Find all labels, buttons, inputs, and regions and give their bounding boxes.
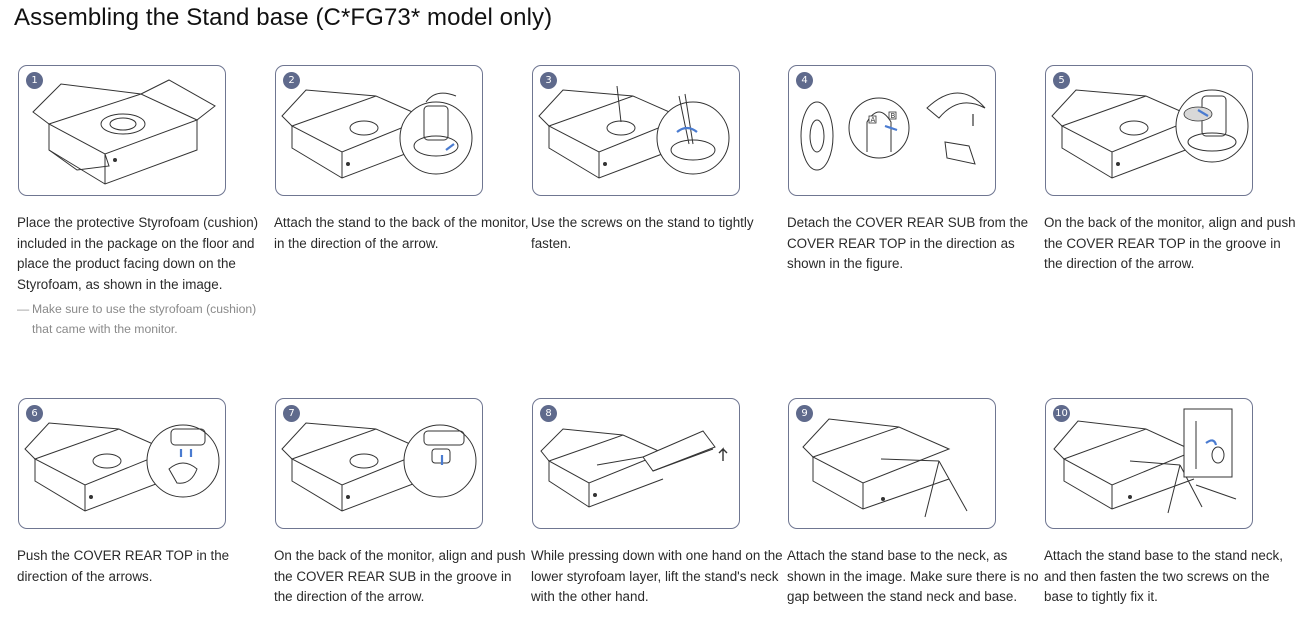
step-number-badge: 5 [1053,72,1070,89]
step-number-badge: 1 [26,72,43,89]
step-4-figure: A B 4 [788,65,996,196]
step-number-badge: 7 [283,405,300,422]
figure-label-b: B [891,112,896,120]
cover-top-align-illustration [1051,89,1249,179]
step-description: Place the protective Styrofoam (cushion)… [17,215,259,292]
box-styrofoam-illustration [32,79,216,185]
note-dash-icon: — [17,302,30,316]
step-description: Detach the COVER REAR SUB from the COVER… [787,215,1029,272]
screwdriver-fasten-illustration [538,85,730,179]
step-number-badge: 4 [796,72,813,89]
step-5-figure: 5 [1045,65,1253,196]
step-description: On the back of the monitor, align and pu… [274,548,526,605]
step-7-figure: 7 [275,398,483,529]
step-2-figure: 2 [275,65,483,196]
step-3-figure: 3 [532,65,740,196]
step-description: Attach the stand to the back of the moni… [274,215,529,251]
step-description: Use the screws on the stand to tightly f… [531,215,754,251]
figure-label-a: A [871,116,876,124]
step-description: Attach the stand base to the stand neck,… [1044,548,1283,605]
note-text: Make sure to use the styrofoam (cushion)… [32,302,257,336]
step-8-figure: 8 [532,398,740,529]
step-1-figure: 1 [18,65,226,196]
cover-detach-illustration: A B [800,92,986,171]
step-number-badge: 3 [540,72,557,89]
cover-sub-align-illustration [281,422,477,512]
step-number-badge: 2 [283,72,300,89]
push-cover-illustration [24,422,220,512]
fasten-base-screws-illustration [1053,408,1237,514]
lift-neck-illustration [540,428,728,508]
step-number-badge: 9 [796,405,813,422]
step-description: While pressing down with one hand on the… [531,548,783,605]
step-6-figure: 6 [18,398,226,529]
step-description: Push the COVER REAR TOP in the direction… [17,548,230,584]
step-number-badge: 6 [26,405,43,422]
step-number-badge: 8 [540,405,557,422]
step-number-badge: 10 [1053,405,1070,422]
step-10-figure: 10 [1045,398,1253,529]
attach-stand-illustration [281,89,473,179]
step-note: —Make sure to use the styrofoam (cushion… [17,299,275,339]
step-description: On the back of the monitor, align and pu… [1044,215,1296,272]
step-9-figure: 9 [788,398,996,529]
step-description: Attach the stand base to the neck, as sh… [787,548,1039,605]
attach-base-illustration [802,418,968,518]
page-title: Assembling the Stand base (C*FG73* model… [14,4,553,31]
